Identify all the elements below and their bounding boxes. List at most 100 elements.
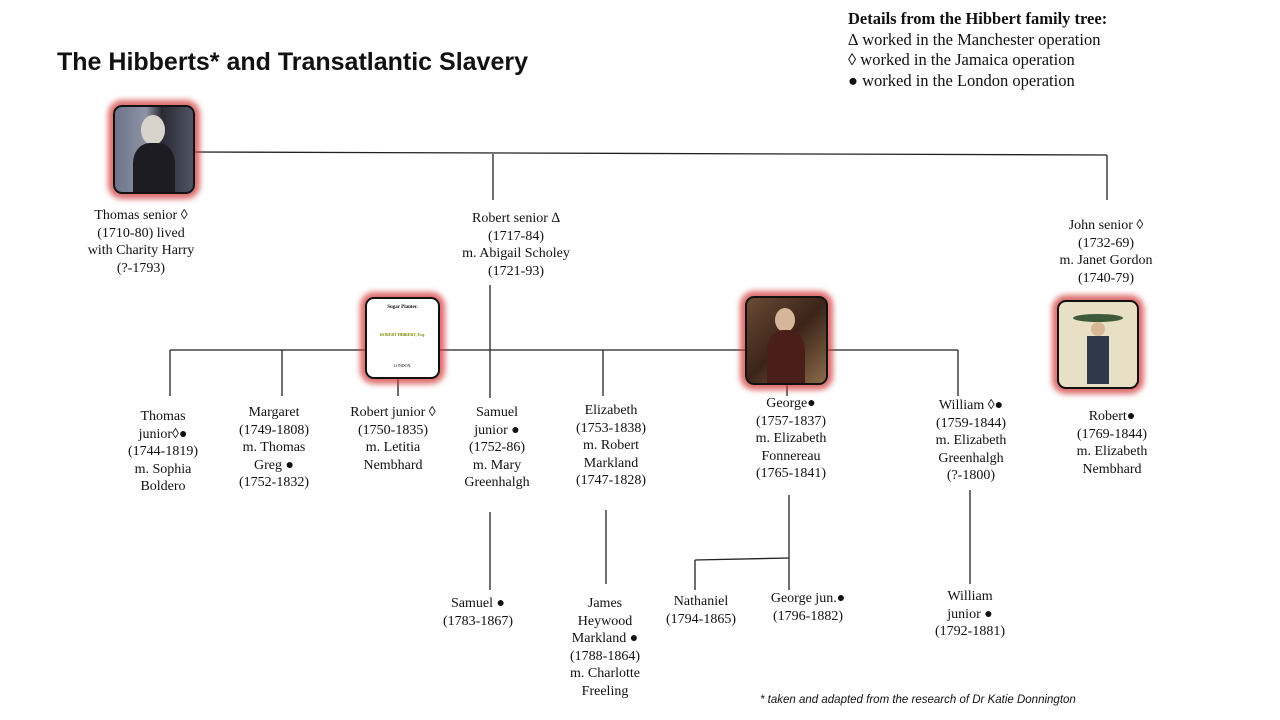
person-text-line: (1710-80) lived — [97, 225, 185, 241]
person-nathaniel: Nathaniel (1794-1865) — [666, 593, 736, 628]
portrait-shape — [1073, 314, 1123, 322]
person-text-line: Nembhard — [1082, 461, 1142, 477]
person-text-line: Samuel ● — [451, 596, 505, 611]
person-text-line: Robert● — [1088, 409, 1136, 424]
person-text-line: (1783-1867) — [443, 613, 513, 629]
person-text-line: Elizabeth — [584, 403, 638, 418]
legend-item-manchester: ∆ worked in the Manchester operation — [848, 29, 1101, 49]
portrait-shape — [767, 330, 805, 383]
person-text-line: junior ● — [474, 422, 520, 438]
person-text-line: (1765-1841) — [755, 466, 826, 481]
person-text-line: (1750-1835) — [358, 422, 428, 438]
person-text-line: Thomas — [140, 409, 186, 424]
person-text-line: (1788-1864) — [570, 648, 640, 664]
person-text-line: (1744-1819) — [128, 444, 198, 459]
person-text-line: m. Elizabeth — [1076, 444, 1148, 459]
person-text-line: (1757-1837) — [755, 413, 826, 429]
person-text-line: m. Robert — [583, 438, 639, 453]
person-william-junior: William junior ● (1792-1881) — [935, 588, 1005, 641]
person-text-line: m. Janet Gordon — [1059, 253, 1153, 268]
footnote: * taken and adapted from the research of… — [760, 694, 1076, 706]
person-text-line: (1717-84) — [488, 228, 544, 244]
page-title: The Hibberts* and Transatlantic Slavery — [57, 48, 528, 76]
portrait-shape — [141, 115, 165, 145]
person-george-jun: George jun.● (1796-1882) — [771, 590, 845, 625]
person-text-line: Fonnereau — [761, 448, 821, 464]
person-text-line: (1796-1882) — [772, 608, 843, 624]
person-text-line: Margaret — [248, 405, 300, 420]
legend-heading: Details from the Hibbert family tree: — [848, 9, 1108, 28]
person-text-line: m. Elizabeth — [755, 431, 827, 446]
book-cover-sugar-planter: Sugar Planter. ROBERT HIBBERT, Esq. LOND… — [365, 297, 440, 379]
person-text-line: (?-1800) — [946, 468, 996, 483]
legend-item-london: ● worked in the London operation — [848, 70, 1075, 90]
legend: Details from the Hibbert family tree: ∆ … — [848, 9, 1107, 91]
person-text-line: (1769-1844) — [1076, 426, 1147, 442]
portrait-thomas-senior — [113, 105, 195, 194]
person-text-line: Robert junior ◊ — [350, 405, 436, 420]
portrait-shape — [133, 143, 175, 192]
person-text-line: Nathaniel — [673, 594, 729, 609]
person-text-line: Markland — [583, 455, 639, 471]
person-text-line: m. Charlotte — [570, 666, 640, 681]
person-text-line: with Charity Harry — [87, 243, 195, 258]
legend-item-jamaica: ◊ worked in the Jamaica operation — [848, 50, 1075, 69]
person-text-line: John senior ◊ — [1068, 218, 1144, 233]
person-text-line: (1794-1865) — [666, 611, 736, 627]
person-text-line: Greg ● — [254, 457, 294, 473]
person-text-line: m. Sophia — [134, 461, 192, 477]
person-text-line: (1749-1808) — [239, 422, 309, 438]
person-text-line: m. Letitia — [365, 440, 421, 455]
person-text-line: (?-1793) — [116, 260, 166, 276]
person-text-line: m. Thomas — [242, 440, 306, 455]
person-text-line: Greenhalgh — [464, 475, 530, 490]
person-john-senior: John senior ◊ (1732-69) m. Janet Gordon (17… — [1060, 217, 1153, 287]
person-text-line: m. Elizabeth — [935, 433, 1007, 448]
person-text-line: (1759-1844) — [935, 415, 1006, 431]
person-text-line: Nembhard — [363, 457, 423, 473]
book-cover-text: ROBERT HIBBERT, Esq. — [380, 332, 425, 337]
person-text-line: William — [947, 589, 993, 604]
person-text-line: (1752-1832) — [239, 475, 309, 490]
portrait-shape — [1087, 336, 1109, 384]
person-text-line: George jun.● — [770, 591, 846, 606]
portrait-george — [745, 296, 828, 385]
person-samuel: Samuel ● (1783-1867) — [443, 595, 513, 630]
person-text-line: junior ● — [947, 606, 993, 622]
person-text-line: m. Abigail Scholey — [462, 246, 570, 261]
person-text-line: (1732-69) — [1078, 235, 1134, 251]
portrait-robert — [1057, 300, 1139, 389]
person-text-line: Markland ● — [571, 631, 639, 646]
portrait-shape — [775, 308, 795, 332]
person-text-line: (1740-79) — [1078, 270, 1134, 286]
person-text-line: (1747-1828) — [576, 473, 646, 488]
person-text-line: (1752-86) — [469, 440, 525, 455]
person-text-line: Greenhalgh — [938, 450, 1004, 466]
person-text-line: George● — [766, 396, 816, 411]
person-text-line: m. Mary — [472, 457, 522, 473]
person-text-line: William ◊● — [938, 398, 1004, 413]
person-text-line: Boldero — [140, 479, 186, 494]
person-robert-senior: Robert senior ∆ (1717-84) m. Abigail Schol… — [462, 210, 570, 280]
book-cover-text: Sugar Planter. — [387, 305, 418, 310]
person-text-line: Thomas senior ◊ — [94, 208, 188, 223]
person-text-line: junior◊● — [138, 426, 188, 442]
person-text-line: James — [587, 596, 623, 611]
person-text-line: (1721-93) — [488, 263, 544, 279]
person-text-line: Robert senior ∆ — [472, 211, 560, 226]
person-text-line: Freeling — [581, 683, 629, 699]
person-text-line: Samuel — [476, 405, 518, 420]
person-text-line: (1792-1881) — [935, 624, 1005, 639]
person-text-line: Heywood — [577, 613, 633, 629]
person-text-line: (1753-1838) — [576, 420, 646, 436]
person-thomas-senior: Thomas senior ◊ (1710-80) lived with Chari… — [88, 207, 195, 277]
